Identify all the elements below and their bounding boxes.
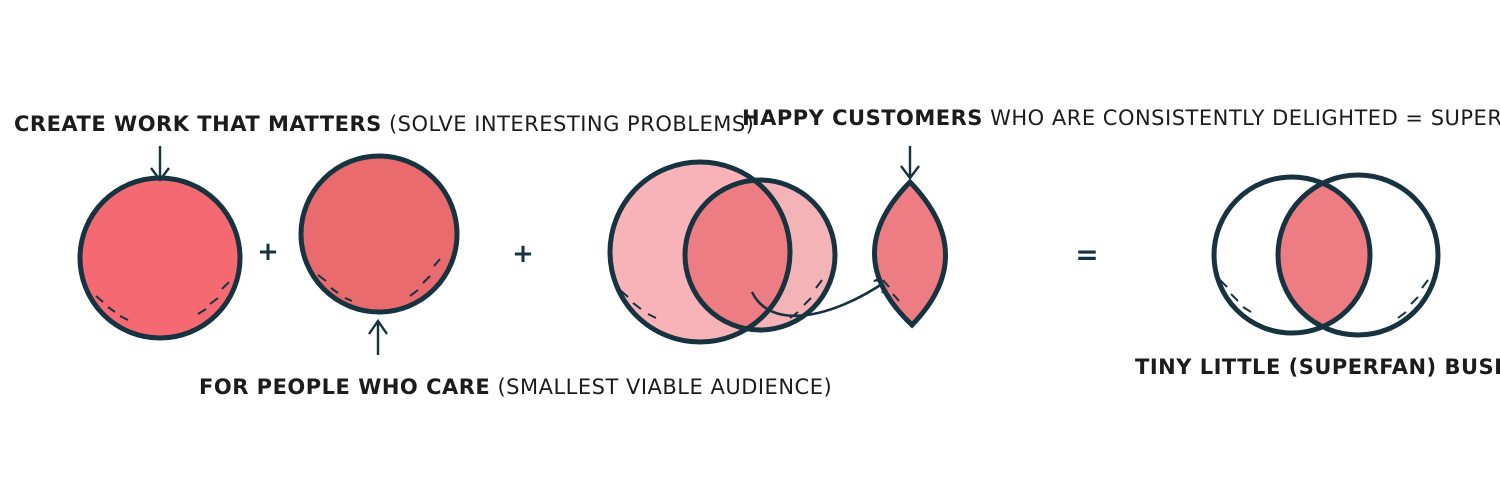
label-tiny-business: TINY LITTLE (SUPERFAN) BUSINESS: [1135, 355, 1500, 379]
label-happy-customers-main: HAPPY CUSTOMERS: [742, 106, 983, 130]
final-shading: [1219, 279, 1429, 319]
work-arrow: [150, 146, 170, 182]
lens-shading: [882, 279, 900, 302]
equals-sign: =: [1075, 238, 1098, 271]
label-people-who-care-main: FOR PEOPLE WHO CARE: [199, 375, 491, 399]
overlap-circle-left-outline: [607, 159, 793, 345]
label-create-work: CREATE WORK THAT MATTERS (SOLVE INTEREST…: [14, 112, 754, 136]
final-circle-left: [1211, 174, 1373, 336]
label-create-work-detail: (SOLVE INTERESTING PROBLEMS): [388, 112, 755, 136]
final-circle-right: [1275, 172, 1441, 338]
people-arrow: [368, 318, 388, 355]
label-happy-customers-detail: WHO ARE CONSISTENTLY DELIGHTED = SUPERFA…: [990, 106, 1500, 130]
label-people-who-care-detail: (SMALLEST VIABLE AUDIENCE): [497, 375, 833, 399]
work-circle-shading: [95, 281, 230, 321]
lens-shape: [872, 178, 948, 329]
label-create-work-main: CREATE WORK THAT MATTERS: [14, 112, 382, 136]
plus-sign-2: +: [512, 239, 534, 269]
label-tiny-business-main: TINY LITTLE (SUPERFAN) BUSINESS: [1135, 355, 1500, 379]
overlap-circle-right-outline: [682, 177, 838, 333]
people-circle-shading: [317, 258, 441, 302]
customers-arrow: [900, 146, 920, 180]
overlap-lens: [685, 180, 790, 330]
plus-sign-1: +: [257, 237, 279, 267]
work-circle: [77, 175, 243, 341]
label-happy-customers: HAPPY CUSTOMERS WHO ARE CONSISTENTLY DEL…: [742, 106, 1500, 130]
people-circle: [298, 153, 460, 315]
curved-arrow: [750, 280, 888, 318]
label-people-who-care: FOR PEOPLE WHO CARE (SMALLEST VIABLE AUD…: [199, 375, 832, 399]
final-lens: [1278, 177, 1370, 333]
